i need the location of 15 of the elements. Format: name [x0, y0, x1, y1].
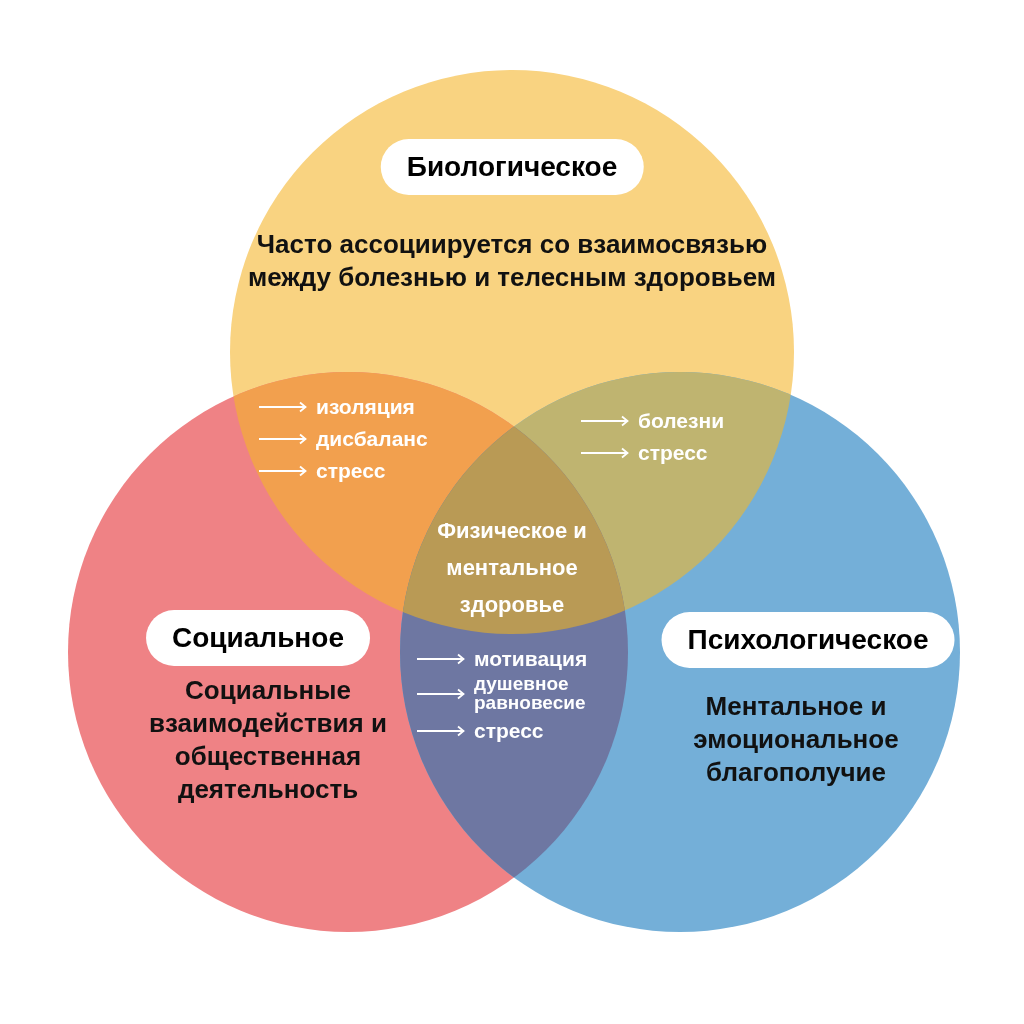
list-item-text: болезни: [638, 410, 725, 432]
circle-description: Ментальное и эмоциональное благополучие: [692, 690, 900, 789]
list-item-text: дисбаланс: [316, 428, 428, 450]
circle-title: Биологическое: [380, 139, 644, 195]
circle-title: Психологическое: [661, 612, 955, 668]
circle-title: Социальное: [146, 610, 370, 666]
list-item-text: стресс: [474, 720, 544, 742]
list-item-text: стресс: [638, 442, 708, 464]
list-item-text: мотивация: [474, 648, 588, 670]
circle-description: Социальные взаимодействия и общественная деятельность: [148, 674, 388, 806]
overlap-center-text: Физическое и ментальное здоровье: [436, 517, 588, 619]
circle-description: Часто ассоциируется со взаимосвязью между болезнью и телесным здоровьем: [247, 228, 777, 294]
list-item-text: стресс: [316, 460, 386, 482]
list-item-text: душевное равновесие: [474, 674, 587, 712]
list-item-text: изоляция: [316, 396, 415, 418]
